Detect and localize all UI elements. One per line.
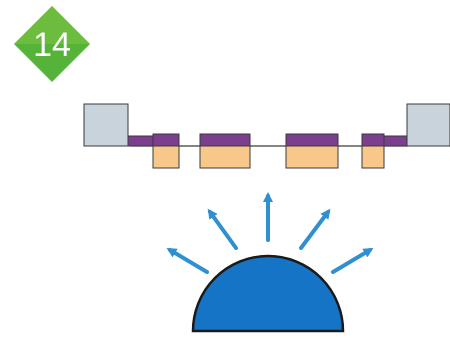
ray-arrow-icon-2 bbox=[207, 208, 238, 250]
mask-segment-1-top bbox=[152, 133, 180, 147]
mask-segment-4-top bbox=[361, 133, 385, 147]
mask-segment-4-bottom bbox=[361, 145, 385, 169]
mask-segment-2-top bbox=[199, 133, 251, 147]
right-support-block bbox=[406, 103, 450, 147]
ray-arrow-icon-1 bbox=[166, 247, 209, 274]
mask-segment-2-bottom bbox=[199, 145, 251, 169]
mask-segment-3-bottom bbox=[285, 145, 339, 169]
step-badge: 14 bbox=[14, 6, 90, 82]
left-connector bbox=[127, 135, 155, 147]
badge-diamond-highlight bbox=[14, 6, 90, 44]
mask-segment-1-bottom bbox=[152, 145, 180, 169]
badge-number: 14 bbox=[33, 26, 71, 64]
light-source-dome-icon bbox=[191, 254, 345, 333]
light-rays bbox=[166, 192, 374, 274]
mask-segment-3-top bbox=[285, 133, 339, 147]
right-connector bbox=[382, 135, 408, 147]
ray-arrow-icon-5 bbox=[331, 247, 374, 274]
ray-arrow-icon-4 bbox=[299, 208, 331, 250]
left-support-block bbox=[83, 103, 129, 147]
mask-structure bbox=[83, 103, 450, 169]
